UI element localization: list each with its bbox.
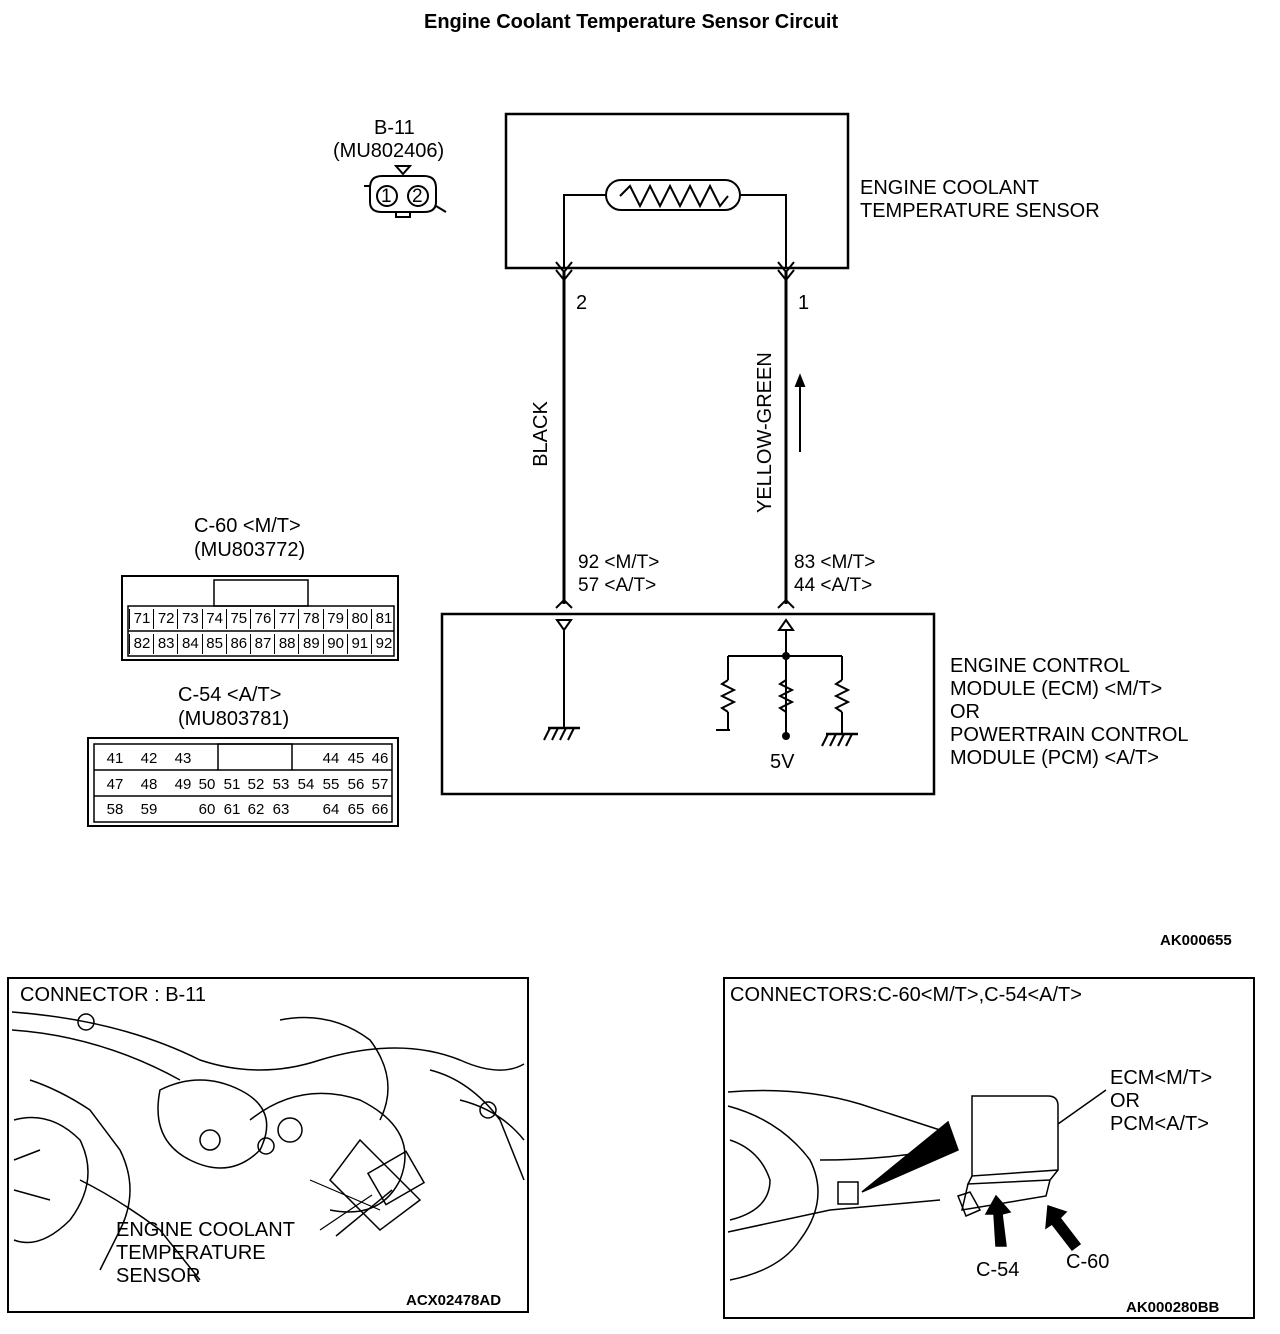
panel-left-label-line2: TEMPERATURE — [116, 1242, 266, 1264]
b11-connector-icon — [364, 165, 447, 218]
connector-pin: 54 — [297, 776, 315, 793]
connector-pin: 86 — [225, 634, 251, 654]
connector-pin: 88 — [274, 634, 299, 654]
connector-pin: 58 — [106, 801, 124, 818]
connector-pin: 49 — [174, 776, 192, 793]
connector-pin: 60 — [198, 801, 216, 818]
c60-connector-name: C-60 <M/T> — [194, 515, 301, 537]
connector-pin: 51 — [223, 776, 241, 793]
sensor-label-line2: TEMPERATURE SENSOR — [860, 200, 1100, 222]
connector-pin: 66 — [371, 801, 389, 818]
connector-pin: 46 — [371, 750, 389, 767]
left-terminal-at: 57 <A/T> — [578, 575, 657, 596]
connector-pin: 91 — [346, 634, 372, 654]
connector-pin: 87 — [250, 634, 275, 654]
panel-right-frame — [723, 977, 1255, 1319]
wire-color-yellow-green: YELLOW-GREEN — [754, 352, 776, 513]
panel-left-title: CONNECTOR : B-11 — [20, 984, 206, 1006]
thermistor-zigzag — [619, 183, 729, 209]
b11-connector-name: B-11 — [374, 117, 415, 139]
wire-right-pin: 1 — [798, 292, 810, 314]
panel-right-label-line1: ECM<M/T> — [1110, 1067, 1213, 1089]
connector-pin: 57 — [371, 776, 389, 793]
connector-pin: 78 — [298, 609, 323, 629]
connector-pin: 90 — [322, 634, 348, 654]
panel-left-ref-code: ACX02478AD — [406, 1292, 502, 1309]
c54-part-number: (MU803781) — [178, 708, 290, 730]
connector-pin: 43 — [174, 750, 192, 767]
connector-pin: 77 — [274, 609, 299, 629]
wire-color-black: BLACK — [530, 401, 552, 467]
ecm-label-line2: MODULE (ECM) <M/T> — [950, 678, 1163, 700]
b11-pin-2: 2 — [412, 186, 423, 207]
diagram-ref-code: AK000655 — [1160, 932, 1232, 949]
connector-pin: 82 — [129, 634, 154, 654]
connector-pin: 73 — [177, 609, 202, 629]
panel-left-frame — [7, 977, 529, 1313]
ecm-supply-voltage: 5V — [770, 751, 795, 773]
connector-pin: 85 — [201, 634, 227, 654]
panel-right-label-line3: PCM<A/T> — [1110, 1113, 1209, 1135]
connector-pin: 53 — [272, 776, 290, 793]
panel-right-title: CONNECTORS:C-60<M/T>,C-54<A/T> — [730, 984, 1082, 1006]
panel-right-label-line2: OR — [1110, 1090, 1140, 1112]
connector-pin: 56 — [347, 776, 365, 793]
connector-pin: 47 — [106, 776, 124, 793]
connector-pin: 50 — [198, 776, 216, 793]
ecm-label-line5: MODULE (PCM) <A/T> — [950, 747, 1159, 769]
connector-pin: 63 — [272, 801, 290, 818]
connector-pin: 89 — [298, 634, 323, 654]
connector-pin: 74 — [201, 609, 227, 629]
sensor-label-line1: ENGINE COOLANT — [860, 177, 1039, 199]
page-title: Engine Coolant Temperature Sensor Circui… — [424, 11, 839, 33]
connector-pin: 45 — [347, 750, 365, 767]
ecm-label-line4: POWERTRAIN CONTROL — [950, 724, 1189, 746]
dashboard-illustration — [727, 1089, 1107, 1281]
b11-pin-1: 1 — [381, 186, 392, 207]
connector-pin: 61 — [223, 801, 241, 818]
panel-right-c60-callout: C-60 — [1066, 1251, 1110, 1273]
connector-pin: 79 — [322, 609, 348, 629]
connector-pin: 48 — [140, 776, 158, 793]
connector-pin: 83 — [153, 634, 178, 654]
ecm-label-line1: ENGINE CONTROL — [950, 655, 1131, 677]
connector-pin: 64 — [322, 801, 340, 818]
connector-pin: 55 — [322, 776, 340, 793]
c54-connector-face — [87, 737, 399, 827]
connector-pin: 65 — [347, 801, 365, 818]
left-terminal-mt: 92 <M/T> — [578, 552, 660, 573]
right-terminal-mt: 83 <M/T> — [794, 552, 876, 573]
b11-part-number: (MU802406) — [333, 140, 445, 162]
connector-pin: 42 — [140, 750, 158, 767]
ecm-box — [440, 612, 936, 796]
panel-left-label-line1: ENGINE COOLANT — [116, 1219, 295, 1241]
connector-pin: 44 — [322, 750, 340, 767]
ecm-label-line3: OR — [950, 701, 980, 723]
connector-pin: 92 — [371, 634, 396, 654]
panel-right-ref-code: AK000280BB — [1126, 1299, 1220, 1316]
engine-bay-illustration — [11, 1011, 525, 1281]
connector-pin: 59 — [140, 801, 158, 818]
connector-pin: 81 — [371, 609, 396, 629]
panel-right-c54-callout: C-54 — [976, 1259, 1020, 1281]
connector-pin: 76 — [250, 609, 275, 629]
wire-left-pin: 2 — [576, 292, 588, 314]
connector-pin: 75 — [225, 609, 251, 629]
connector-pin: 72 — [153, 609, 178, 629]
connector-pin: 52 — [247, 776, 265, 793]
connector-pin: 41 — [106, 750, 124, 767]
connector-pin: 62 — [247, 801, 265, 818]
panel-left-label-line3: SENSOR — [116, 1265, 201, 1287]
connector-pin: 84 — [177, 634, 202, 654]
connector-pin: 80 — [346, 609, 372, 629]
c54-connector-name: C-54 <A/T> — [178, 684, 282, 706]
right-terminal-at: 44 <A/T> — [794, 575, 873, 596]
connector-pin: 71 — [129, 609, 154, 629]
c60-connector-face — [121, 575, 399, 661]
c60-part-number: (MU803772) — [194, 539, 306, 561]
sensor-box — [504, 112, 850, 270]
